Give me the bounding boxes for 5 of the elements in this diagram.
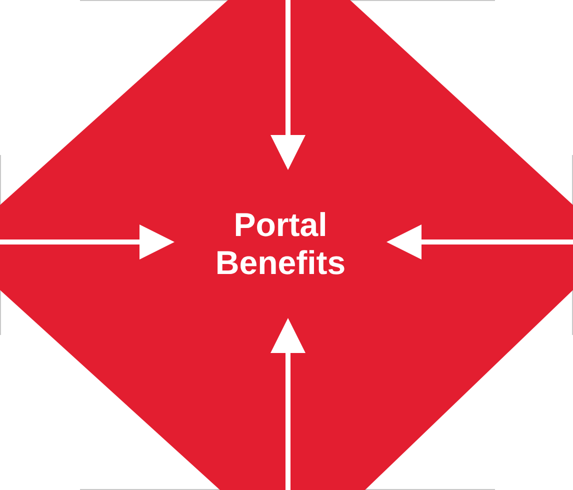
arrow	[0, 224, 174, 260]
node-label: Portal Benefits	[214, 206, 347, 282]
arrow	[270, 0, 306, 170]
arrow	[386, 224, 573, 260]
arrow	[270, 318, 306, 490]
